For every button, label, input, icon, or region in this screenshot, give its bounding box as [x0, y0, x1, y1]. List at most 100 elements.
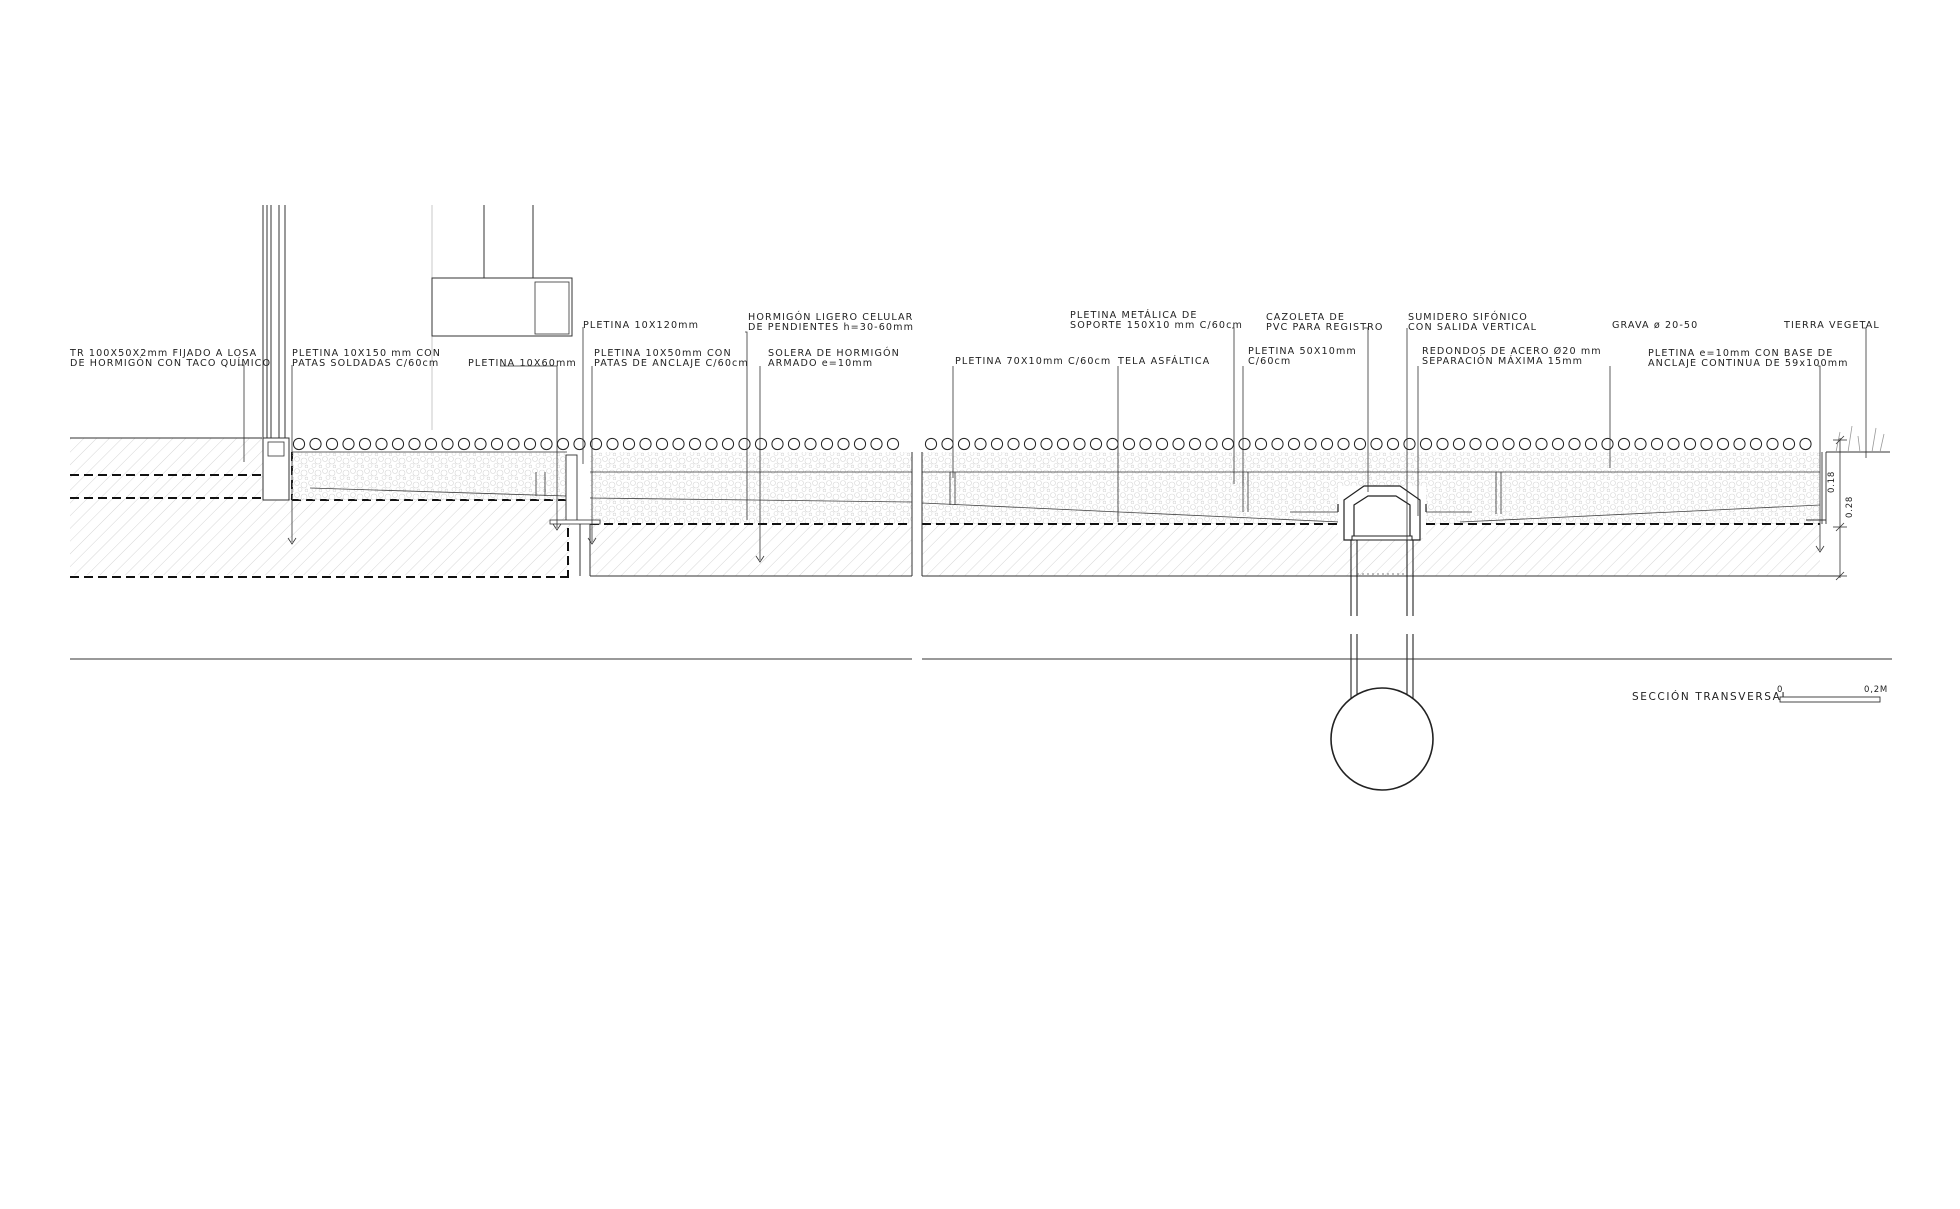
- gravel-pebble: [941, 437, 954, 451]
- gravel-pebble: [1452, 437, 1466, 451]
- gravel-pebble: [1782, 437, 1796, 451]
- gravel-pebble: [342, 437, 355, 451]
- gravel-pebble: [1617, 437, 1631, 451]
- gravel-pebble: [457, 437, 471, 451]
- label-pletina120: PLETINA 10X120mm: [583, 320, 699, 331]
- gravel-pebble: [1172, 437, 1185, 451]
- gravel-pebble: [1040, 437, 1053, 451]
- gravel-pebble: [1634, 437, 1647, 451]
- gravel-pebble: [1122, 437, 1136, 451]
- dimension-lines: 0.18 0.28: [1827, 435, 1855, 581]
- gravel-pebble: [1518, 437, 1532, 451]
- label-pletina50-line1: PLETINA 10X50mm CON: [594, 348, 732, 359]
- gravel-pebble: [1535, 437, 1548, 451]
- gravel-pebble: [1205, 437, 1218, 451]
- label-hormigon-ligero-line1: HORMIGÓN LIGERO CELULAR: [748, 310, 913, 323]
- gravel-pebble: [1056, 437, 1070, 451]
- gravel-pebble: [1551, 437, 1565, 451]
- gravel-pebble: [754, 437, 768, 451]
- gravel-pebble: [1139, 437, 1152, 451]
- label-grava: GRAVA ø 20-50: [1612, 320, 1698, 331]
- scale-start-label: 0: [1777, 685, 1783, 695]
- gravel-pebble: [1304, 437, 1317, 451]
- gravel-pebble: [1766, 437, 1779, 451]
- label-solera-line2: ARMADO e=10mm: [768, 358, 873, 369]
- label-tierra: TIERRA VEGETAL: [1783, 320, 1880, 331]
- gravel-pebble: [721, 437, 735, 451]
- left-slab: [70, 437, 570, 578]
- dimension-label-1: 0.18: [1827, 471, 1837, 493]
- gravel-pebble: [1287, 437, 1301, 451]
- gravel-pebble: [573, 437, 586, 451]
- gravel-pebble: [309, 437, 322, 451]
- label-sumidero-line2: CON SALIDA VERTICAL: [1408, 322, 1537, 333]
- gravel-pebble: [837, 437, 850, 451]
- gravel-pebble: [787, 437, 801, 451]
- label-hormigon-ligero-line2: DE PENDIENTES h=30-60mm: [748, 322, 914, 333]
- gravel-pebble: [1221, 437, 1235, 451]
- gravel-pebble: [738, 437, 751, 451]
- gravel-pebble: [375, 437, 388, 451]
- gravel-pebble: [1650, 437, 1664, 451]
- gravel-pebble: [1485, 437, 1499, 451]
- gravel-pebble: [589, 437, 603, 451]
- gravel-pebble: [1386, 437, 1400, 451]
- gravel-pebble: [1667, 437, 1680, 451]
- pavement-left: [292, 451, 913, 577]
- gravel-pebble: [1683, 437, 1697, 451]
- glazing-profile: [262, 205, 573, 501]
- label-pletina5010-line1: PLETINA 50X10mm: [1248, 346, 1357, 357]
- gravel-pebble: [424, 437, 438, 451]
- label-tr-line2: DE HORMIGÓN CON TACO QUÍMICO: [70, 356, 271, 369]
- gravel-pebble: [1436, 437, 1449, 451]
- label-solera-line1: SOLERA DE HORMIGÓN: [768, 346, 900, 359]
- label-redondos-line2: SEPARACIÓN MÁXIMA 15mm: [1422, 354, 1583, 367]
- leader-lines: [238, 327, 1867, 563]
- gravel-pebble: [974, 437, 987, 451]
- gravel-pebble: [705, 437, 718, 451]
- gravel-pebble: [1749, 437, 1763, 451]
- gravel-pebble: [490, 437, 504, 451]
- gravel-pebble: [853, 437, 867, 451]
- gravel-pebble: [358, 437, 372, 451]
- gravel-pebble: [1337, 437, 1350, 451]
- gravel-pebble: [688, 437, 702, 451]
- gravel-pebble: [672, 437, 685, 451]
- gravel-pebble: [556, 437, 570, 451]
- gravel-pebble: [1007, 437, 1020, 451]
- annotation-labels: TR 100X50X2mm FIJADO A LOSA DE HORMIGÓN …: [69, 308, 1880, 369]
- label-pletina150-line1: PLETINA 10X150 mm CON: [292, 348, 441, 359]
- gravel-pebble: [325, 437, 339, 451]
- gravel-pebble: [1353, 437, 1367, 451]
- dimension-label-2: 0.28: [1845, 496, 1855, 518]
- label-pletina-metalica-line1: PLETINA METÁLICA DE: [1070, 308, 1198, 321]
- label-pletina150-line2: PATAS SOLDADAS C/60cm: [292, 358, 439, 369]
- gravel-pebble: [886, 437, 900, 451]
- gravel-pebble: [1601, 437, 1614, 451]
- gravel-pebble: [1716, 437, 1730, 451]
- gravel-pebble: [1089, 437, 1103, 451]
- gravel-pebble: [870, 437, 883, 451]
- label-cazoleta-line2: PVC PARA REGISTRO: [1266, 322, 1384, 333]
- gravel-pebble: [606, 437, 619, 451]
- gravel-pebble: [655, 437, 669, 451]
- gravel-pebble: [1155, 437, 1169, 451]
- pebble-row-left: [292, 437, 900, 451]
- drawing-title: SECCIÓN TRANSVERSAL: [1632, 690, 1789, 703]
- gravel-pebble: [1073, 437, 1086, 451]
- gravel-pebble: [523, 437, 537, 451]
- gravel-pebble: [1238, 437, 1251, 451]
- gravel-pebble: [1700, 437, 1713, 451]
- gravel-pebble: [1188, 437, 1202, 451]
- label-pletina-metalica-line2: SOPORTE 150X10 mm C/60cm: [1070, 320, 1243, 331]
- gravel-pebble: [1568, 437, 1581, 451]
- gravel-pebble: [1023, 437, 1037, 451]
- label-pletina70: PLETINA 70X10mm C/60cm: [955, 356, 1111, 367]
- gravel-pebble: [1370, 437, 1383, 451]
- label-tr-line1: TR 100X50X2mm FIJADO A LOSA: [69, 348, 257, 359]
- gravel-pebble: [990, 437, 1004, 451]
- label-cazoleta-line1: CAZOLETA DE: [1266, 312, 1345, 323]
- gravel-pebble: [1469, 437, 1482, 451]
- gravel-pebble: [1106, 437, 1119, 451]
